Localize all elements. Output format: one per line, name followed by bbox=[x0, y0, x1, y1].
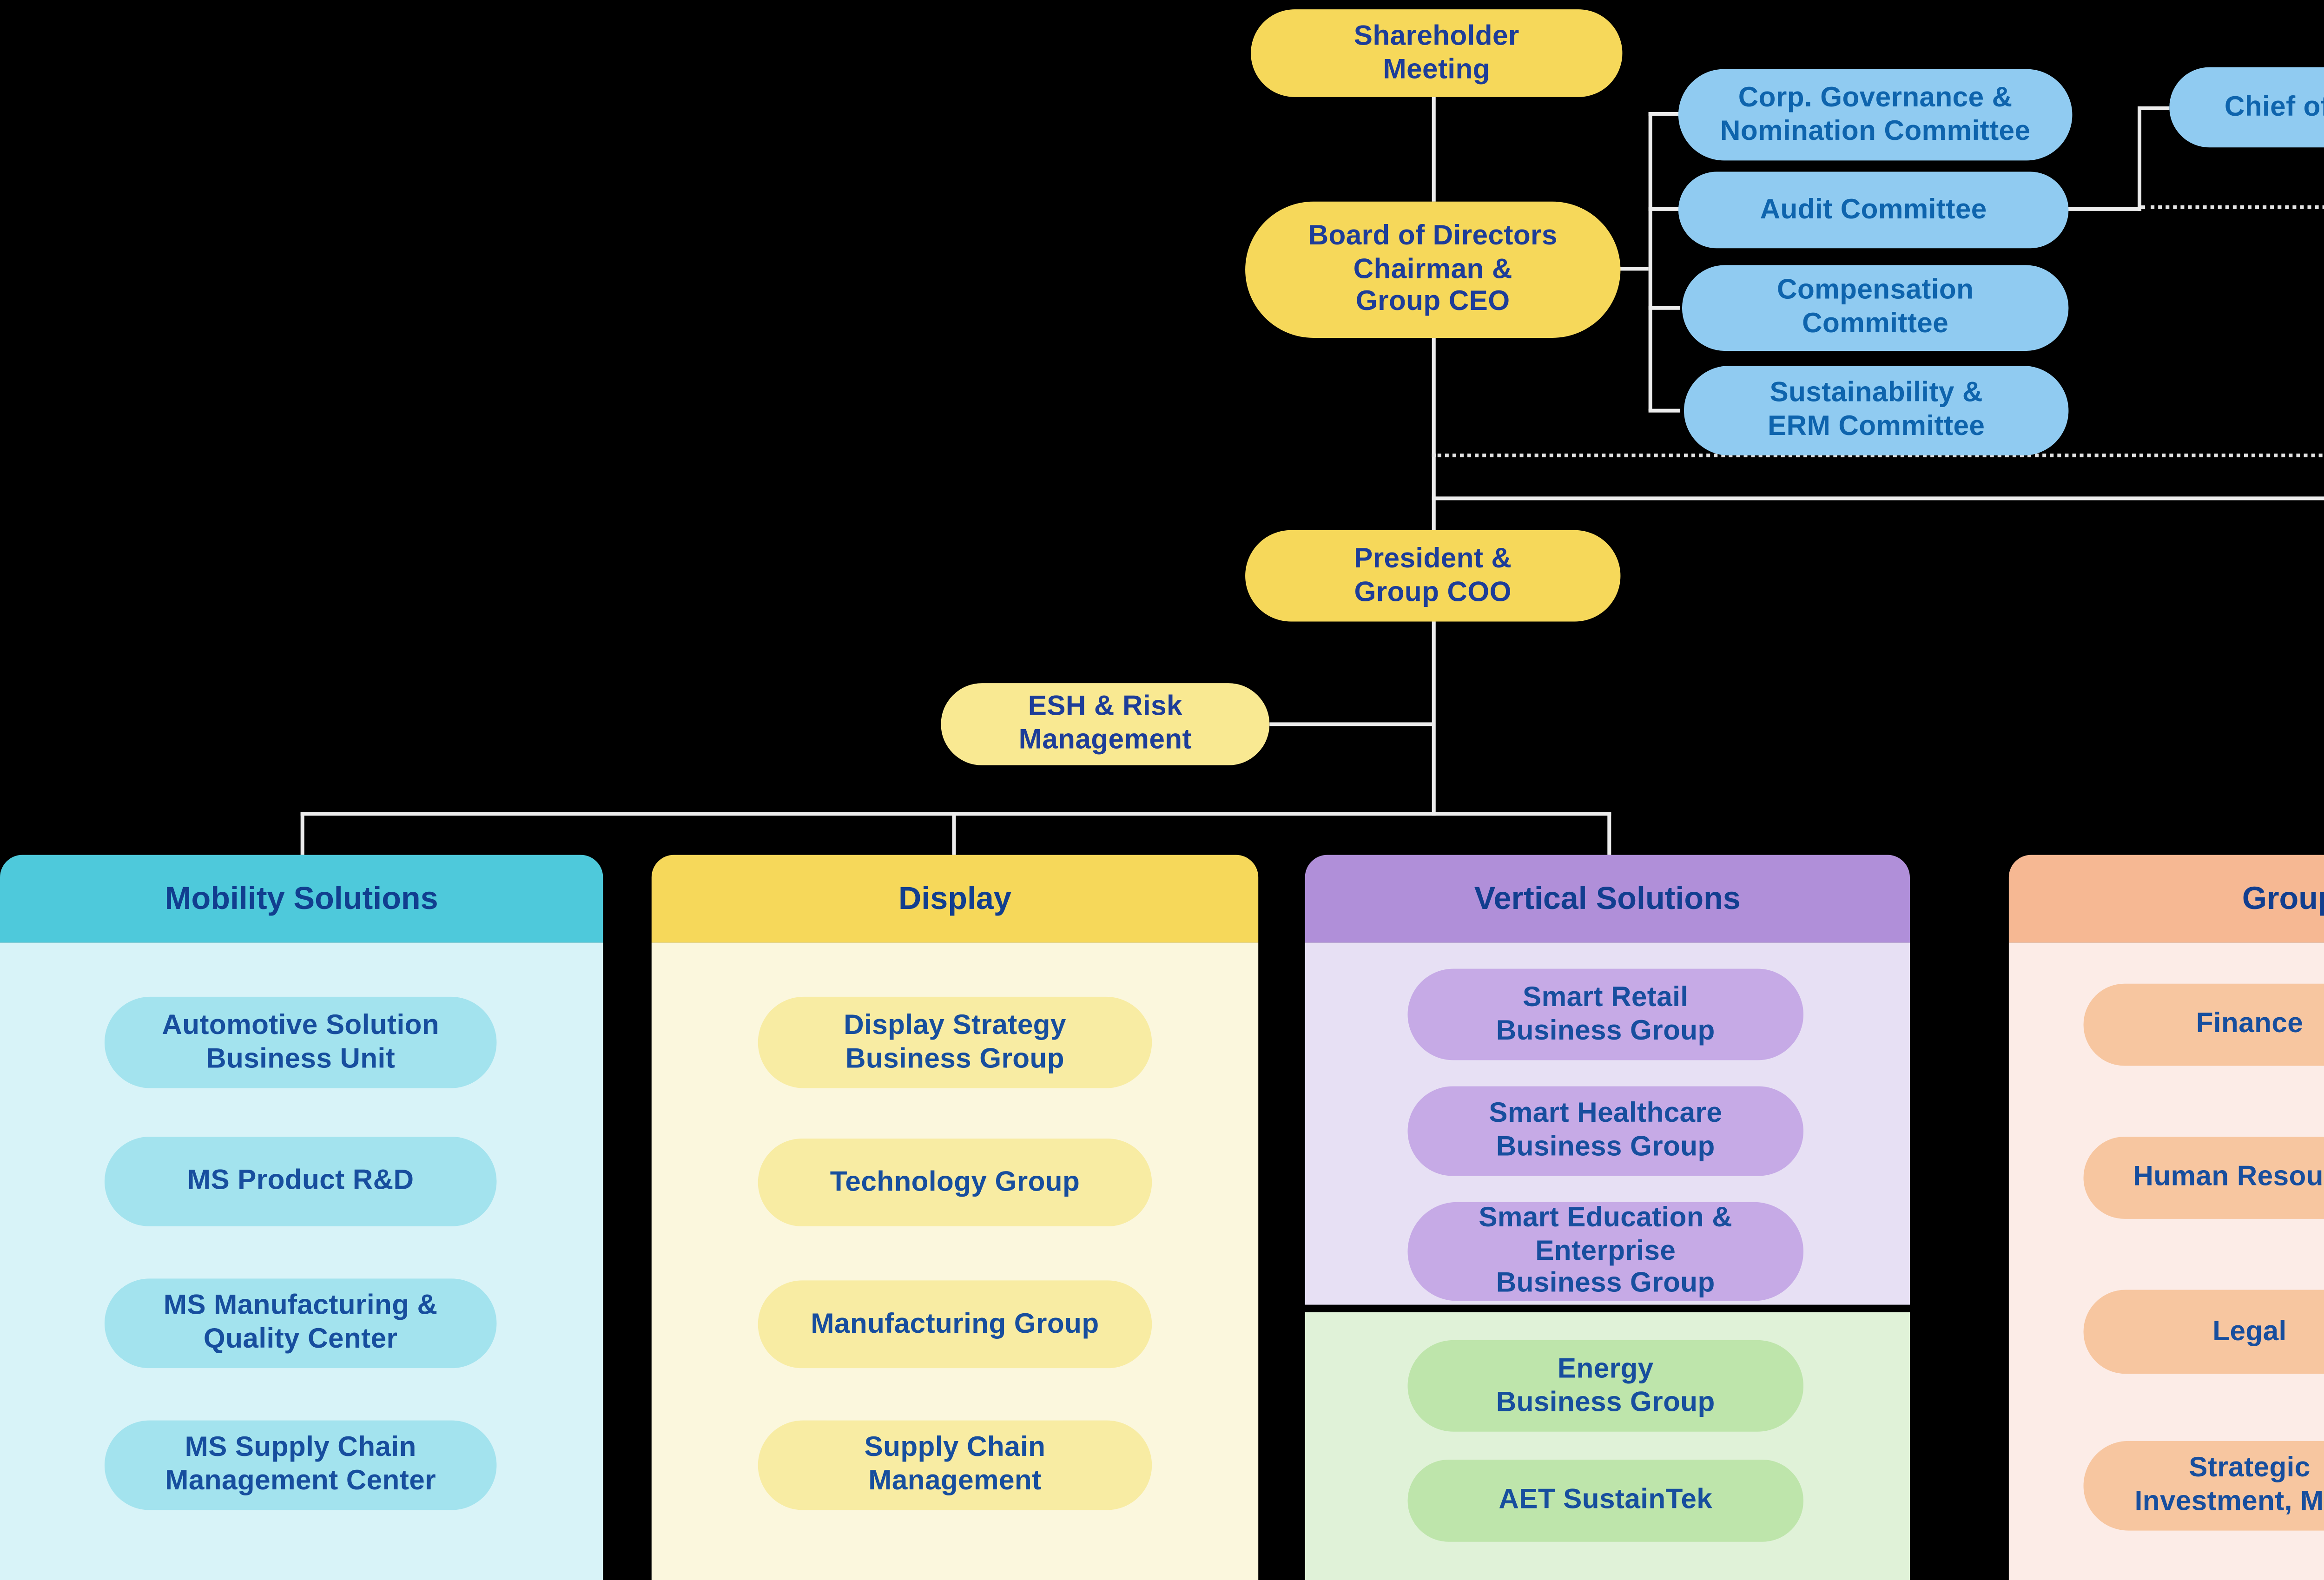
node-shareholder-meeting: Shareholder Meeting bbox=[1251, 9, 1623, 97]
node-human-resource: Human Resource bbox=[2083, 1137, 2324, 1219]
node-technology-group: Technology Group bbox=[758, 1139, 1152, 1226]
connector-drop-vertical bbox=[1607, 812, 1611, 855]
connector-audit-compliance-v bbox=[2138, 106, 2142, 211]
node-ms-supply-chain-management-center: MS Supply Chain Management Center bbox=[104, 1420, 497, 1510]
connector-stub-compensation bbox=[1648, 306, 1680, 310]
node-energy-business-group: Energy Business Group bbox=[1407, 1340, 1804, 1432]
node-board-of-directors: Board of Directors Chairman & Group CEO bbox=[1245, 201, 1621, 338]
dept-infrastructure-header: Group Infrastructure Unit bbox=[2008, 855, 2324, 943]
connector-committee-bracket bbox=[1648, 112, 1652, 411]
node-strategic-investment-ma: Strategic Investment, M&A bbox=[2083, 1441, 2324, 1531]
node-esh-risk-management: ESH & Risk Management bbox=[941, 683, 1270, 765]
node-finance: Finance bbox=[2083, 983, 2324, 1066]
node-ms-manufacturing-quality-center: MS Manufacturing & Quality Center bbox=[104, 1278, 497, 1369]
connector-shareholder-board bbox=[1432, 97, 1436, 202]
node-supply-chain-management: Supply Chain Management bbox=[758, 1420, 1152, 1510]
connector-esh-stub bbox=[1269, 722, 1434, 726]
node-aet-sustaintek: AET SustainTek bbox=[1407, 1459, 1804, 1542]
node-committee-corp-governance-nomination: Corp. Governance & Nomination Committee bbox=[1678, 69, 2073, 161]
node-smart-education-enterprise-business-group: Smart Education & Enterprise Business Gr… bbox=[1407, 1202, 1804, 1301]
node-manufacturing-group: Manufacturing Group bbox=[758, 1280, 1152, 1369]
node-smart-healthcare-business-group: Smart Healthcare Business Group bbox=[1407, 1086, 1804, 1176]
connector-board-president bbox=[1432, 338, 1436, 530]
connector-stub-audit bbox=[1648, 207, 1680, 211]
node-chief-of-compliance: Chief of Compliance bbox=[2169, 67, 2324, 148]
connector-audit-compliance-h2 bbox=[2138, 106, 2170, 110]
connector-audit-compliance-h bbox=[2067, 207, 2142, 211]
connector-president-branch bbox=[1432, 621, 1436, 816]
connector-board-bracket bbox=[1617, 267, 1649, 271]
dotted-compliance-board-h bbox=[1432, 454, 2324, 458]
connector-drop-mobility bbox=[300, 812, 304, 855]
node-ms-product-rd: MS Product R&D bbox=[104, 1137, 497, 1226]
node-committee-compensation: Compensation Committee bbox=[1682, 265, 2069, 351]
connector-branch-horizontal bbox=[300, 812, 1611, 816]
connector-stub-sustainability bbox=[1648, 408, 1680, 413]
node-automotive-solution-business-unit: Automotive Solution Business Unit bbox=[104, 996, 497, 1088]
node-smart-retail-business-group: Smart Retail Business Group bbox=[1407, 968, 1804, 1060]
connector-drop-display bbox=[952, 812, 956, 855]
dept-display-header: Display bbox=[651, 855, 1259, 943]
dotted-audit-right-h bbox=[2141, 205, 2324, 209]
dept-mobility-header: Mobility Solutions bbox=[0, 855, 603, 943]
dept-vertical-header: Vertical Solutions bbox=[1305, 855, 1910, 943]
connector-infrastructure-h bbox=[1432, 496, 2324, 500]
node-legal: Legal bbox=[2083, 1290, 2324, 1374]
node-committee-sustainability-erm: Sustainability & ERM Committee bbox=[1684, 366, 2069, 456]
node-display-strategy-business-group: Display Strategy Business Group bbox=[758, 996, 1152, 1088]
node-committee-audit: Audit Committee bbox=[1678, 171, 2069, 249]
node-president-group-coo: President & Group COO bbox=[1245, 530, 1621, 622]
connector-stub-corp-governance bbox=[1648, 112, 1680, 116]
